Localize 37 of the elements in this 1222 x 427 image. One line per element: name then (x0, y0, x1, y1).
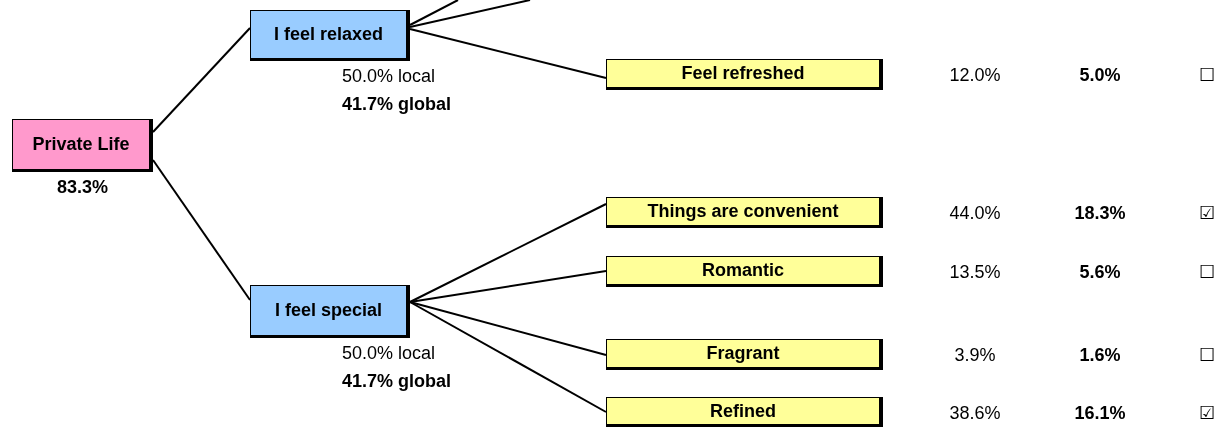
connector-line (409, 0, 459, 26)
connector-line (409, 301, 607, 356)
checkbox-symbol: ☐ (1198, 64, 1216, 87)
alternative-box: Fragrant (606, 339, 883, 370)
global-percentage: 18.3% (1073, 202, 1127, 225)
checkbox-symbol: ☐ (1198, 261, 1216, 284)
connector-line (409, 0, 531, 28)
connector-line (152, 159, 251, 301)
connector-line (409, 270, 607, 303)
connector-line (152, 27, 251, 133)
criterion-box: I feel special (250, 285, 410, 338)
local-percentage: 44.0% (948, 202, 1002, 225)
connector-line (409, 301, 607, 413)
checkbox-symbol: ☑ (1198, 202, 1216, 225)
global-weight-label: 41.7% global (342, 370, 452, 393)
alternative-box: Feel refreshed (606, 59, 883, 90)
local-percentage: 3.9% (953, 344, 997, 367)
weight-label: 83.3% (55, 176, 109, 199)
global-percentage: 5.6% (1078, 261, 1122, 284)
global-percentage: 5.0% (1078, 64, 1122, 87)
global-weight-label: 41.7% global (342, 93, 452, 116)
local-percentage: 13.5% (948, 261, 1002, 284)
goal-box: Private Life (12, 119, 153, 172)
checkbox-symbol: ☑ (1198, 402, 1216, 425)
alternative-box: Things are convenient (606, 197, 883, 228)
criterion-box: I feel relaxed (250, 10, 410, 61)
global-percentage: 16.1% (1073, 402, 1127, 425)
checkbox-symbol: ☐ (1198, 344, 1216, 367)
local-weight-label: 50.0% local (342, 65, 436, 88)
local-percentage: 38.6% (948, 402, 1002, 425)
local-weight-label: 50.0% local (342, 342, 436, 365)
connector-line (409, 28, 607, 79)
global-percentage: 1.6% (1078, 344, 1122, 367)
local-percentage: 12.0% (948, 64, 1002, 87)
alternative-box: Refined (606, 397, 883, 427)
connector-line (409, 203, 607, 303)
alternative-box: Romantic (606, 256, 883, 287)
